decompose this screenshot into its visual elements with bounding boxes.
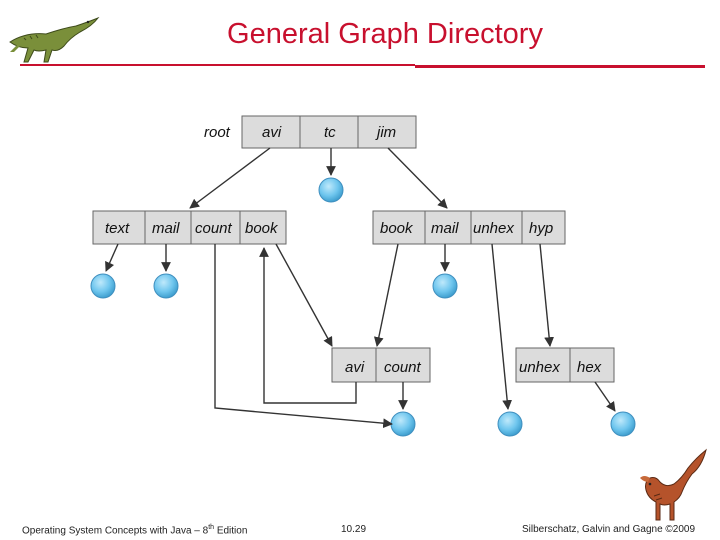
directory-links	[105, 147, 616, 429]
jim-directory: book mail unhex hyp	[372, 210, 566, 245]
directory-entry: tc	[324, 124, 336, 141]
file-node	[153, 273, 179, 299]
directory-entry: unhex	[519, 359, 560, 376]
directory-entry: mail	[431, 220, 459, 237]
directory-entry: book	[245, 220, 279, 237]
directory-entry: hyp	[529, 220, 553, 237]
link-arrow	[594, 381, 616, 412]
directory-entry: avi	[345, 359, 365, 376]
directory-entry: unhex	[473, 220, 514, 237]
link-arrow	[539, 243, 555, 347]
directory-entry: avi	[262, 124, 282, 141]
link-arrow	[214, 244, 393, 429]
link-arrow	[105, 243, 119, 272]
file-node	[432, 273, 458, 299]
footer-course-title: Operating System Concepts with Java – 8t…	[22, 524, 248, 537]
footer-copyright: Silberschatz, Galvin and Gagne ©2009	[522, 524, 696, 535]
slide-title: General Graph Directory	[227, 18, 543, 50]
cycle-link-arrow	[259, 247, 357, 404]
root-directory: root avi tc jim	[204, 115, 417, 149]
file-node	[497, 411, 523, 437]
avi-directory: text mail count book	[92, 210, 287, 245]
dinosaur-logo-icon	[640, 448, 707, 521]
title-divider	[20, 64, 705, 68]
book-directory: avi count	[331, 347, 431, 383]
file-node	[610, 411, 636, 437]
directory-entry: hex	[577, 359, 602, 376]
link-arrow	[189, 147, 271, 209]
link-arrow	[275, 243, 333, 347]
root-label: root	[204, 124, 231, 141]
directory-entry: jim	[375, 124, 396, 141]
directory-entry: count	[384, 359, 422, 376]
directory-entry: text	[105, 220, 130, 237]
directory-entry: count	[195, 220, 233, 237]
directory-entry: mail	[152, 220, 180, 237]
file-node	[90, 273, 116, 299]
directory-entry: book	[380, 220, 414, 237]
link-arrow	[387, 147, 448, 209]
link-arrow	[491, 243, 513, 410]
dinosaur-logo-icon	[9, 16, 100, 63]
link-arrow	[373, 243, 399, 347]
unhex-directory: unhex hex	[515, 347, 615, 383]
file-node	[390, 411, 416, 437]
footer-page-number: 10.29	[341, 524, 367, 535]
file-node	[318, 177, 344, 203]
file-nodes	[90, 177, 636, 437]
